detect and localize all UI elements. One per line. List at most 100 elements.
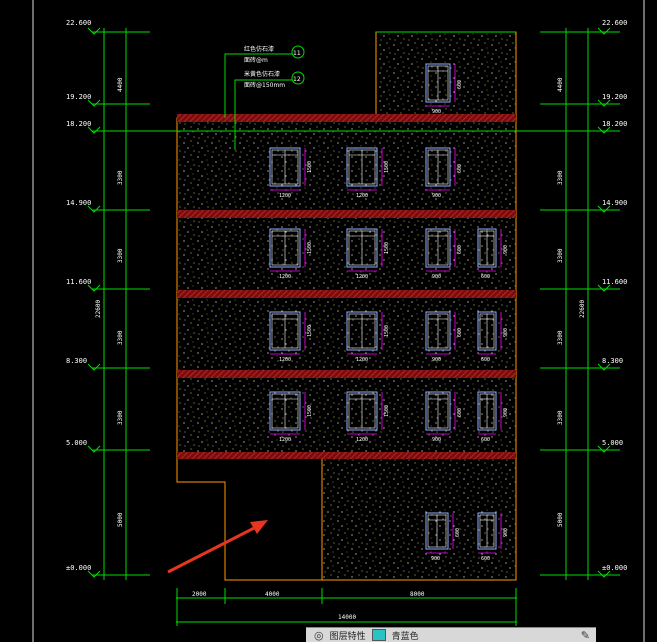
svg-text:1200: 1200 — [279, 274, 291, 280]
window: 900 600 — [425, 228, 463, 280]
window: 1200 1500 — [346, 391, 390, 443]
annotation-1-number: 11 — [293, 50, 301, 57]
svg-text:900: 900 — [432, 437, 441, 443]
total-height-right: 22600 — [579, 300, 586, 318]
annotation-1-sub: 面砖@m — [244, 56, 268, 64]
window: 600 900 — [477, 391, 509, 443]
svg-text:900: 900 — [503, 328, 509, 337]
svg-text:900: 900 — [432, 274, 441, 280]
svg-text:1200: 1200 — [356, 357, 368, 363]
svg-text:900: 900 — [503, 528, 509, 537]
annotation-2-number: 12 — [293, 76, 301, 83]
level-label-left: 5.000 — [66, 439, 87, 447]
window: 900 600 — [425, 63, 463, 115]
height-dim-right: 3300 — [557, 248, 564, 263]
window: 1200 1500 — [269, 228, 313, 280]
window: 1200 1500 — [346, 228, 390, 280]
height-dim-right: 4400 — [557, 77, 564, 92]
svg-text:900: 900 — [432, 193, 441, 199]
height-dim-left: 3300 — [117, 170, 124, 185]
edit-icon[interactable]: ✎ — [580, 628, 590, 642]
level-label-right: 8.300 — [602, 357, 623, 365]
window: 600 900 — [477, 311, 509, 363]
level-label-left: 14.900 — [66, 199, 91, 207]
svg-text:1200: 1200 — [356, 274, 368, 280]
level-label-right: 11.600 — [602, 278, 627, 286]
svg-text:900: 900 — [503, 245, 509, 254]
color-swatch[interactable] — [371, 629, 386, 641]
svg-text:600: 600 — [481, 274, 490, 280]
svg-text:600: 600 — [481, 556, 490, 562]
svg-text:900: 900 — [503, 408, 509, 417]
level-markers — [87, 27, 611, 578]
windows-group: 900 600 1200 1500 1200 1500 900 600 1200 1500 1200… — [269, 63, 509, 562]
layer-properties-button[interactable]: 图层特性 — [329, 631, 366, 642]
svg-text:600: 600 — [455, 528, 461, 537]
height-dim-left: 3300 — [117, 330, 124, 345]
height-dim-left: 4400 — [117, 77, 124, 92]
svg-text:900: 900 — [432, 109, 441, 115]
height-dim-right: 5000 — [557, 512, 564, 527]
total-width: 14000 — [338, 614, 356, 621]
window: 600 900 — [477, 512, 509, 562]
building-facade — [176, 31, 517, 581]
height-dim-left: 5000 — [117, 512, 124, 527]
level-label-right: ±0.000 — [602, 564, 627, 572]
width-dim: 2000 — [192, 591, 207, 598]
annotation-2-title: 米黄色仿石漆 — [244, 70, 280, 78]
svg-text:1200: 1200 — [356, 193, 368, 199]
svg-text:600: 600 — [457, 80, 463, 89]
height-dim-left: 3300 — [117, 248, 124, 263]
annotation-1-title: 红色仿石漆 — [244, 45, 274, 53]
svg-text:1500: 1500 — [307, 325, 313, 337]
svg-text:600: 600 — [481, 357, 490, 363]
window: 1200 1500 — [269, 311, 313, 363]
level-label-right: 14.900 — [602, 199, 627, 207]
window: 900 600 — [425, 147, 463, 199]
annotation-leaders — [224, 45, 305, 150]
svg-text:900: 900 — [432, 357, 441, 363]
window: 1200 1500 — [269, 147, 313, 199]
svg-text:1500: 1500 — [384, 405, 390, 417]
svg-text:1500: 1500 — [384, 242, 390, 254]
window: 1200 1500 — [346, 147, 390, 199]
level-label-left: 22.600 — [66, 19, 91, 27]
svg-text:600: 600 — [457, 245, 463, 254]
height-dim-right: 3300 — [557, 170, 564, 185]
floor-bands — [177, 114, 516, 459]
height-dim-left: 3300 — [117, 410, 124, 425]
width-dim: 4000 — [265, 591, 280, 598]
svg-text:1200: 1200 — [356, 437, 368, 443]
level-label-left: 19.200 — [66, 93, 91, 101]
svg-text:1200: 1200 — [279, 437, 291, 443]
level-label-right: 5.000 — [602, 439, 623, 447]
svg-text:600: 600 — [457, 164, 463, 173]
level-label-right: 18.200 — [602, 120, 627, 128]
svg-text:1500: 1500 — [384, 161, 390, 173]
level-label-right: 22.600 — [602, 19, 627, 27]
level-label-left: 8.300 — [66, 357, 87, 365]
svg-text:600: 600 — [457, 408, 463, 417]
annotation-2-sub: 面砖@150mm — [244, 81, 285, 89]
window: 900 600 — [425, 311, 463, 363]
svg-text:1200: 1200 — [279, 357, 291, 363]
layer-icon[interactable]: ◎ — [314, 628, 324, 642]
height-dim-right: 3300 — [557, 410, 564, 425]
svg-text:1200: 1200 — [279, 193, 291, 199]
svg-text:1500: 1500 — [307, 161, 313, 173]
color-name[interactable]: 青蓝色 — [391, 631, 419, 642]
window: 600 900 — [477, 228, 509, 280]
level-label-left: ±0.000 — [66, 564, 91, 572]
svg-text:600: 600 — [481, 437, 490, 443]
bottom-toolbar: ◎ 图层特性 青蓝色 ✎ — [306, 627, 596, 642]
level-label-left: 11.600 — [66, 278, 91, 286]
width-dim: 8000 — [410, 591, 425, 598]
svg-text:1500: 1500 — [307, 242, 313, 254]
svg-text:600: 600 — [457, 328, 463, 337]
level-guides — [92, 28, 620, 626]
level-label-right: 19.200 — [602, 93, 627, 101]
